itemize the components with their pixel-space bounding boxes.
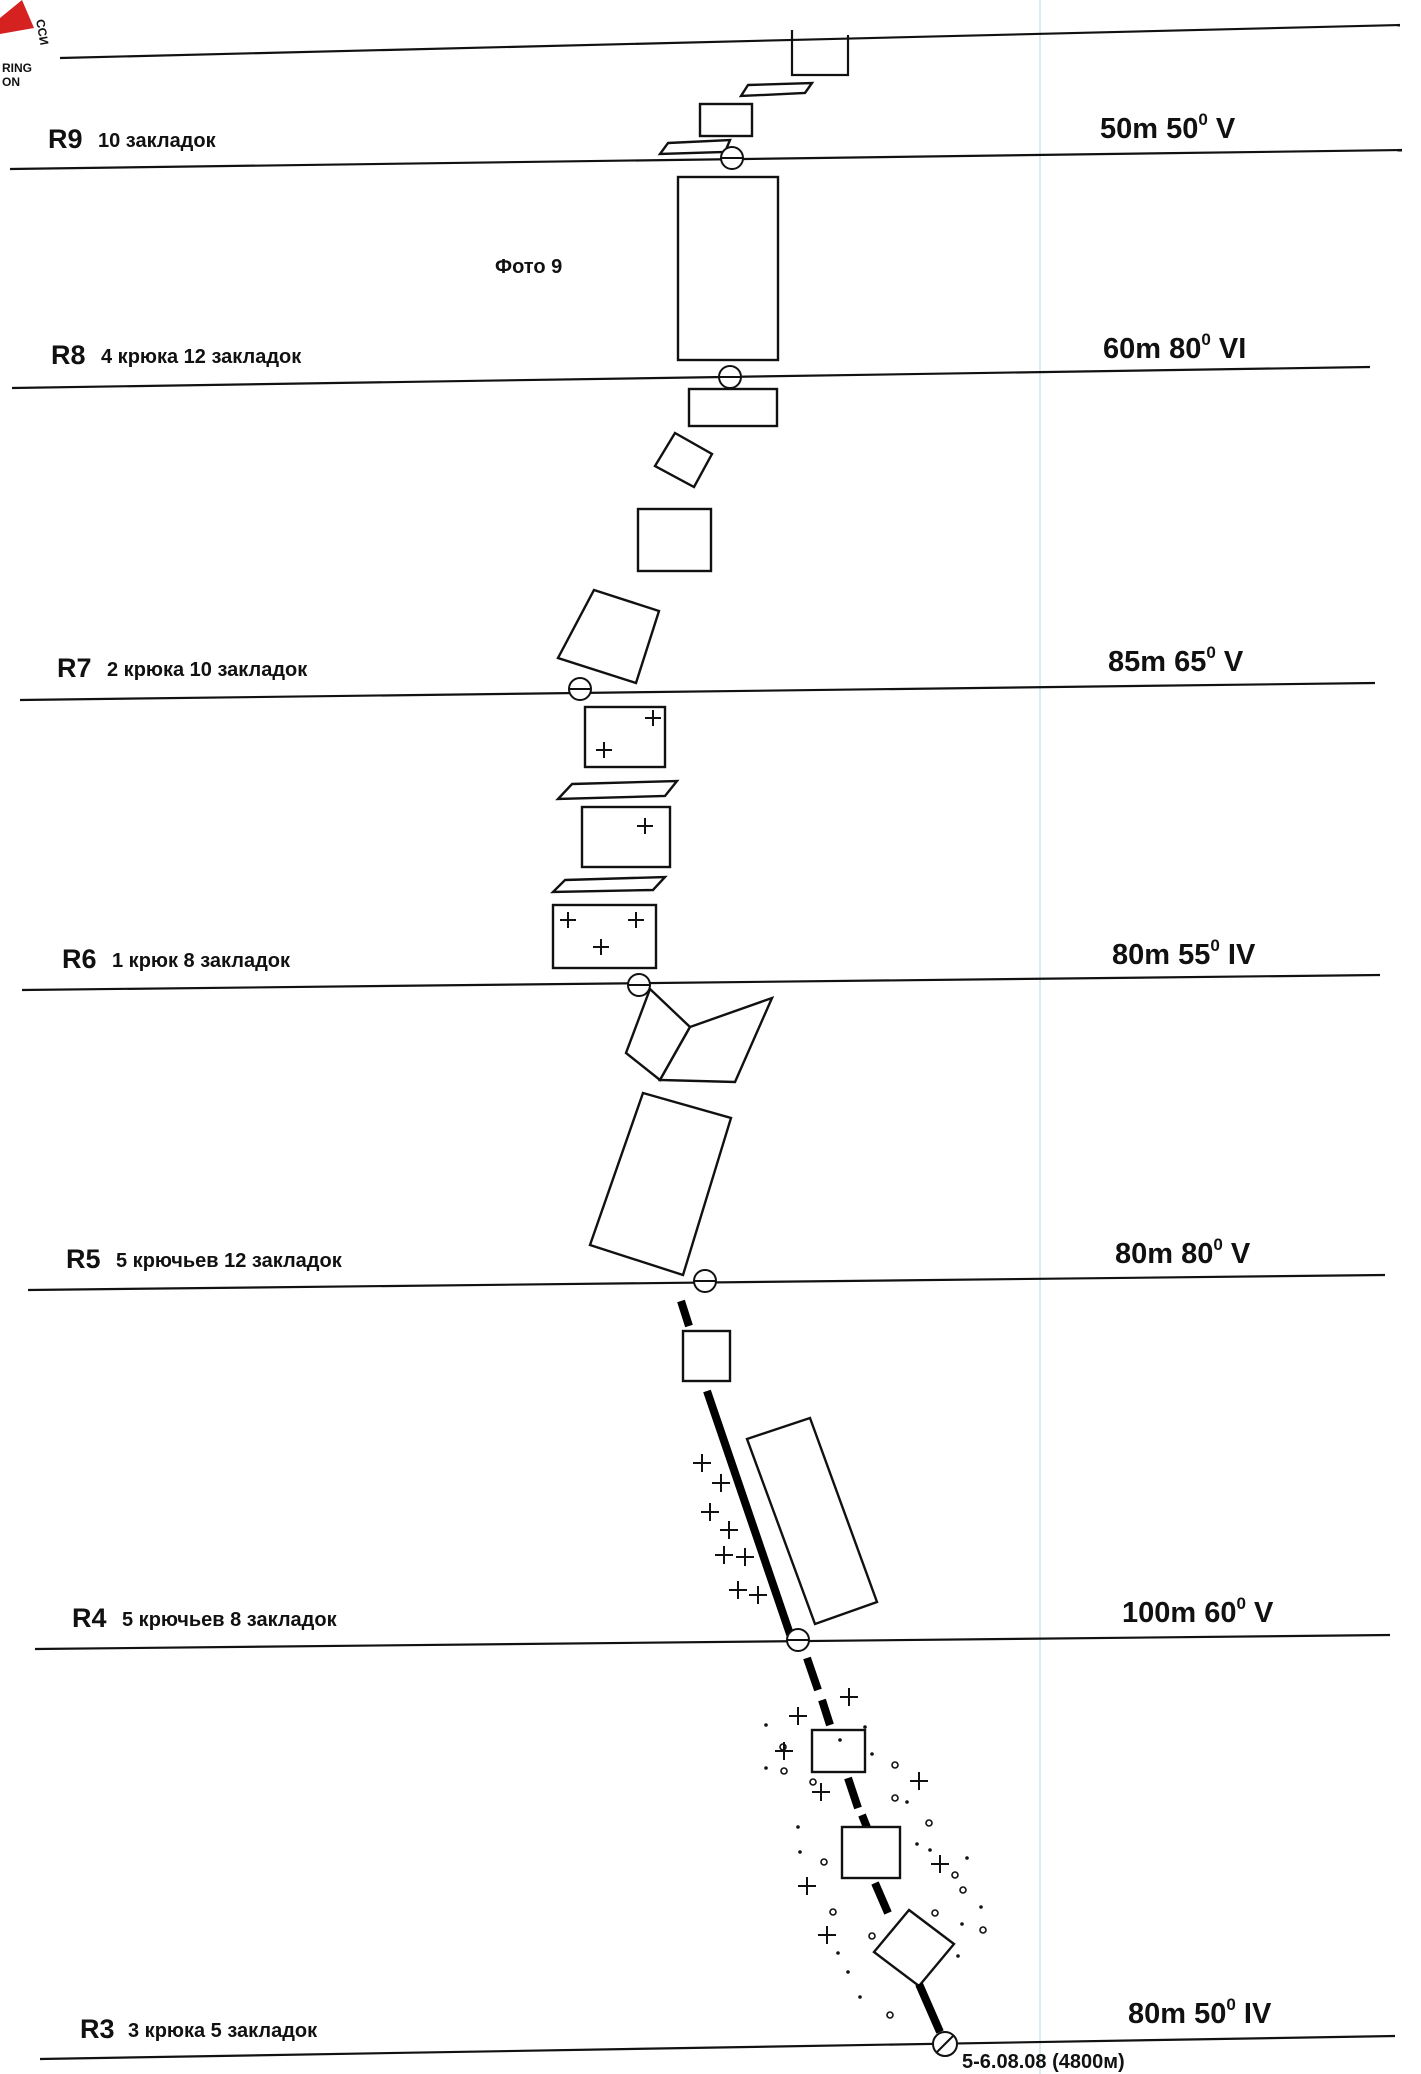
gear-count: 2 крюка 10 закладок	[107, 659, 308, 681]
belay-station-icon-r9	[720, 146, 744, 170]
rock-block	[790, 30, 850, 77]
divider-line-top	[59, 23, 1401, 60]
rock-block	[872, 1908, 956, 1988]
crack-segment	[871, 1881, 892, 1915]
belay-station-icon-r6	[627, 973, 651, 997]
crack-segment	[703, 1389, 796, 1642]
section-r3: R3 3 крюка 5 закладок	[80, 2014, 318, 2044]
section-label: R4	[72, 1603, 107, 1633]
section-r6: R6 1 крюк 8 закладок	[62, 944, 291, 974]
piton-marker	[775, 1688, 949, 1944]
scree-circles	[779, 1743, 987, 2019]
belay-station-icon-r4	[786, 1628, 810, 1652]
rock-block	[687, 387, 779, 428]
scree-dots	[764, 1723, 983, 1999]
logo-fragment: ССИ RING ON	[0, 0, 51, 89]
section-r4: R4 5 крючьев 8 закладок	[72, 1603, 338, 1633]
belay-station-icon-r5	[693, 1269, 717, 1293]
pitch-params-r6: 80m 550 IV	[1112, 936, 1256, 971]
divider-line-r3	[39, 2034, 1396, 2061]
belay-station-icon-start	[932, 2031, 958, 2057]
section-label: R6	[62, 944, 97, 974]
crack-segment	[818, 1698, 834, 1727]
rock-block	[580, 805, 672, 869]
rock-block	[681, 1329, 732, 1383]
divider-line-r9	[9, 148, 1403, 171]
section-r9: R9 10 закладок	[48, 124, 217, 154]
divider-line-r8	[11, 365, 1371, 390]
section-label: R8	[51, 340, 86, 370]
divider-line-r4	[34, 1633, 1391, 1651]
logo-text-vertical: ССИ	[33, 18, 51, 46]
divider-line-r7	[19, 681, 1376, 702]
photo-label: Фото 9	[495, 256, 562, 278]
rock-block	[556, 588, 661, 685]
dihedral-right-face	[657, 995, 775, 1084]
gear-count: 10 закладок	[98, 130, 217, 152]
gear-count: 4 крюка 12 закладок	[101, 346, 302, 368]
gear-count: 1 крюк 8 закладок	[112, 950, 291, 972]
pitch-params-r8: 60m 800 VI	[1103, 330, 1246, 365]
pitch-r7-features	[550, 705, 680, 970]
section-label: R9	[48, 124, 83, 154]
ledge	[555, 779, 680, 801]
section-label: R5	[66, 1244, 101, 1274]
ledge	[657, 138, 732, 156]
rock-block	[745, 1416, 879, 1626]
section-r5: R5 5 крючьев 12 закладок	[66, 1244, 343, 1274]
piton-marker	[596, 710, 661, 758]
rock-block	[588, 1091, 733, 1277]
rock-block	[636, 507, 713, 573]
pitch-params-r7: 85m 650 V	[1108, 643, 1244, 678]
pitch-params-r4: 100m 600 V	[1122, 1594, 1274, 1629]
logo-text-line-2: ON	[2, 75, 20, 89]
gear-count: 5 крючьев 12 закладок	[116, 1250, 343, 1272]
gear-count: 3 крюка 5 закладок	[128, 2020, 318, 2042]
section-r8: R8 4 крюка 12 закладок	[51, 340, 302, 370]
pitch-params-r3: 80m 500 IV	[1128, 1995, 1272, 2030]
logo-red-mark	[0, 0, 34, 34]
belay-station-icons	[568, 146, 958, 2057]
belay-station-icon-r8	[718, 365, 742, 389]
ledge	[738, 81, 815, 98]
section-r7: R7 2 крюка 10 закладок	[57, 653, 308, 683]
rock-block	[698, 102, 754, 138]
pitch-params-r5: 80m 800 V	[1115, 1235, 1251, 1270]
pitch-r10-features	[657, 30, 850, 156]
section-label: R7	[57, 653, 92, 683]
piton-marker	[560, 912, 644, 955]
rock-block	[840, 1825, 902, 1880]
piton-marker	[637, 818, 653, 834]
gear-count: 5 крючьев 8 закладок	[122, 1609, 338, 1631]
crack-segment	[803, 1656, 822, 1692]
pitch-r6-features	[588, 986, 775, 1277]
piton-marker	[693, 1454, 767, 1604]
rock-block	[551, 903, 658, 970]
crack-segment	[677, 1299, 693, 1328]
rock-block	[653, 431, 714, 489]
logo-text-line-1: RING	[2, 61, 32, 75]
route-start-note: 5-6.08.08 (4800м)	[962, 2051, 1125, 2073]
rock-block	[810, 1728, 867, 1774]
section-label: R3	[80, 2014, 115, 2044]
crack-segment	[915, 1982, 944, 2034]
divider-line-r6	[21, 973, 1381, 992]
crack-segment	[844, 1776, 862, 1810]
pitch-params-r9: 50m 500 V	[1100, 110, 1236, 145]
ledge	[550, 875, 668, 894]
belay-station-icon-r7	[568, 677, 592, 701]
pitch-r4-features	[764, 1656, 987, 2034]
pitch-r5-features	[677, 1299, 879, 1642]
rock-block	[676, 175, 780, 362]
